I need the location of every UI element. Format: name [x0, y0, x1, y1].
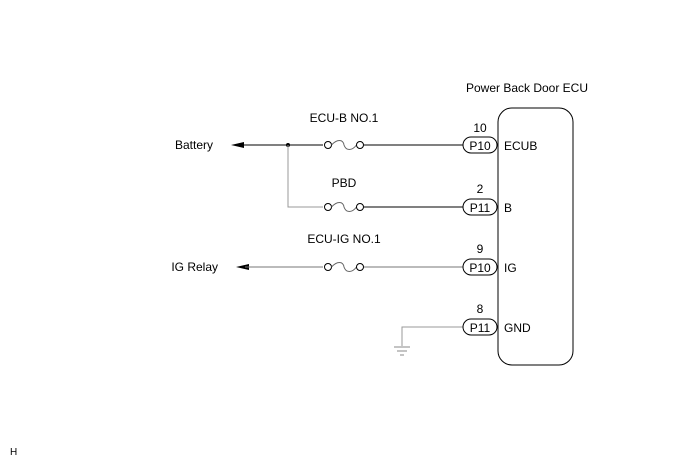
battery-label: Battery: [175, 138, 213, 152]
ground-icon: [394, 346, 410, 356]
pin-gnd: 8 P11 GND: [462, 302, 531, 336]
pbd-circuit: PBD: [287, 145, 463, 212]
ecu-box: [497, 107, 574, 366]
pbd-branch-wire: [287, 145, 323, 208]
pin-name: GND: [504, 321, 531, 335]
fuse-pbd-icon: [324, 202, 364, 212]
connector-id: P11: [470, 321, 491, 335]
ig-relay-label: IG Relay: [171, 260, 218, 274]
connector-capsule: [462, 198, 498, 216]
pin-name: IG: [504, 261, 517, 275]
ecu-title: Power Back Door ECU: [466, 81, 588, 95]
pin-name: ECUB: [504, 139, 537, 153]
pin-number: 2: [477, 182, 484, 196]
fuse-ecub-icon: [324, 140, 364, 150]
gnd-wire: [401, 326, 463, 346]
battery-arrow-icon: [231, 142, 244, 148]
pin-b: 2 P11 B: [462, 182, 512, 216]
fuse-ecuig-label: ECU-IG NO.1: [307, 232, 381, 246]
pin-number: 8: [477, 302, 484, 316]
pin-ecub: 10 P10 ECUB: [462, 121, 537, 154]
fuse-ecuig-icon: [324, 262, 364, 272]
pin-number: 10: [473, 121, 487, 135]
connector-id: P11: [470, 201, 491, 215]
pin-number: 9: [477, 242, 484, 256]
connector-capsule: [462, 258, 498, 276]
connector-id: P10: [469, 261, 491, 275]
ig-relay-arrow-icon: [236, 264, 249, 270]
battery-circuit: Battery ECU-B NO.1: [175, 111, 463, 152]
connector-capsule: [462, 318, 498, 336]
diagram-code: H: [10, 447, 18, 458]
fuse-ecub-label: ECU-B NO.1: [310, 111, 379, 125]
ig-circuit: IG Relay ECU-IG NO.1: [171, 232, 463, 274]
gnd-circuit: [394, 326, 463, 356]
pin-name: B: [504, 201, 512, 215]
connector-capsule: [462, 136, 498, 154]
fuse-pbd-label: PBD: [332, 176, 357, 190]
connector-id: P10: [469, 139, 491, 153]
pin-ig: 9 P10 IG: [462, 242, 517, 276]
